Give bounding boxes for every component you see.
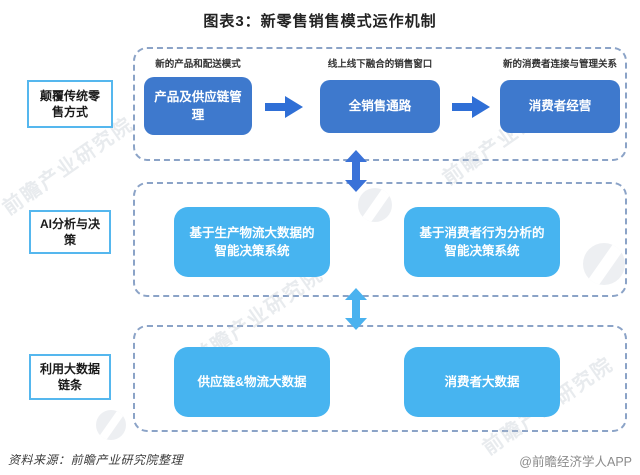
right-arrow-icon [265,96,303,123]
box-consumer-operation: 消费者经营 [500,80,620,133]
right-arrow-icon [452,96,490,123]
caption-new-product-delivery: 新的产品和配送模式 [155,59,241,70]
box-consumer-behavior-system: 基于消费者行为分析的智能决策系统 [404,207,560,277]
container-ai-systems: 基于生产物流大数据的智能决策系统 基于消费者行为分析的智能决策系统 [133,182,627,297]
double-arrow-icon [345,288,367,335]
credit-note: @前瞻经济学人APP [519,455,632,469]
watermark-logo-icon [96,410,126,440]
box-logistics-bigdata-system: 基于生产物流大数据的智能决策系统 [174,207,330,277]
container-retail-process: 新的产品和配送模式 线上线下融合的销售窗口 新的消费者连接与管理关系 产品及供应… [133,47,627,161]
source-note: 资料来源：前瞻产业研究院整理 [8,453,184,467]
row-label-bigdata-chain: 利用大数据链条 [29,354,111,400]
box-consumer-bigdata: 消费者大数据 [404,347,560,417]
box-product-supply-chain: 产品及供应链管理 [144,77,252,135]
caption-online-offline-window: 线上线下融合的销售窗口 [327,59,433,70]
box-supply-logistics-bigdata: 供应链&物流大数据 [174,347,330,417]
caption-new-consumer-relation: 新的消费者连接与管理关系 [502,59,617,70]
figure-title: 图表3：新零售销售模式运作机制 [203,13,437,30]
row-label-disrupt-retail: 颠覆传统零售方式 [27,80,113,128]
row-label-ai-decision: AI分析与决策 [29,210,111,254]
box-all-sales-channels: 全销售通路 [320,80,440,133]
container-bigdata: 供应链&物流大数据 消费者大数据 [133,325,627,432]
double-arrow-icon [345,150,367,197]
